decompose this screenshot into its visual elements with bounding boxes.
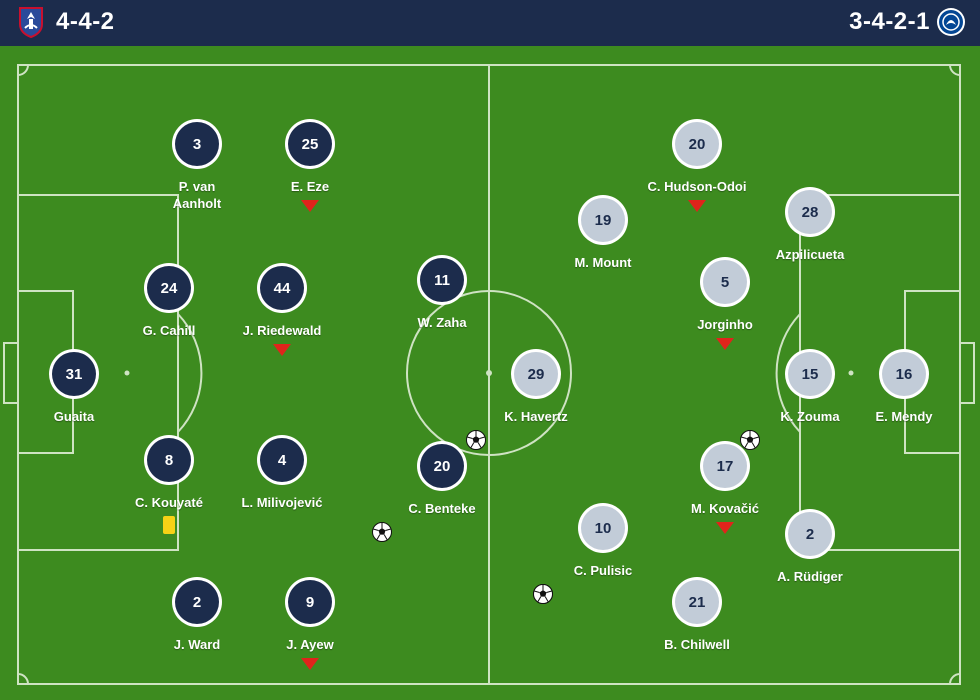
goal-ball-icon (740, 430, 820, 450)
player-name: A. Rüdiger (777, 569, 843, 584)
player-events (240, 200, 380, 212)
player-name: C. Pulisic (573, 563, 633, 578)
home-player[interactable]: 8 C. Kouyaté (99, 438, 239, 558)
shirt-number: 10 (581, 506, 625, 550)
shirt-number: 28 (788, 190, 832, 234)
player-name: M. Mount (574, 255, 632, 270)
player-events (212, 344, 352, 356)
player-events (533, 584, 673, 604)
away-player[interactable]: 20 C. Hudson-Odoi (627, 122, 767, 242)
player-name: J. Ayew (286, 637, 334, 652)
player-name: K. Havertz (504, 409, 568, 424)
shirt-number: 29 (514, 352, 558, 396)
shirt-number: 15 (788, 352, 832, 396)
lineup-header: 4-4-2 3-4-2-1 (0, 0, 980, 46)
shirt-number: 17 (703, 444, 747, 488)
home-player[interactable]: 44 J. Riedewald (212, 266, 352, 386)
home-formation: 4-4-2 (56, 8, 115, 35)
shirt-number: 2 (175, 580, 219, 624)
player-events (655, 338, 795, 350)
player-events (655, 522, 795, 534)
away-player[interactable]: 2 A. Rüdiger (740, 512, 880, 632)
player-events (627, 200, 767, 212)
shirt-number: 44 (260, 266, 304, 310)
shirt-number: 9 (288, 580, 332, 624)
player-name: C. Benteke (408, 501, 476, 516)
player-events (240, 658, 380, 670)
shirt-number: 20 (420, 444, 464, 488)
player-name: J. Ward (173, 637, 221, 652)
home-player[interactable]: 9 J. Ayew (240, 580, 380, 700)
away-player[interactable]: 15 K. Zouma (740, 352, 880, 472)
away-player[interactable]: 19 M. Mount (533, 198, 673, 318)
goal-ball-icon (533, 584, 602, 604)
substitution-arrow-icon (716, 522, 734, 534)
shirt-number: 16 (882, 352, 926, 396)
shirt-number: 8 (147, 438, 191, 482)
player-name: K. Zouma (780, 409, 840, 424)
home-player[interactable]: 3 P. van Aanholt (127, 122, 267, 242)
shirt-number: 24 (147, 266, 191, 310)
substitution-arrow-icon (716, 338, 734, 350)
player-events (740, 430, 880, 450)
shirt-number: 5 (703, 260, 747, 304)
chelsea-crest-icon (936, 6, 966, 38)
goal-ball-icon (466, 430, 546, 450)
player-name: P. van Aanholt (172, 179, 222, 211)
away-player[interactable]: 29 K. Havertz (466, 352, 606, 472)
substitution-arrow-icon (273, 344, 291, 356)
player-name: M. Kovačić (691, 501, 759, 516)
player-name: Jorginho (697, 317, 753, 332)
home-player[interactable]: 4 L. Milivojević (212, 438, 352, 558)
home-player[interactable]: 25 E. Eze (240, 122, 380, 242)
shirt-number: 4 (260, 438, 304, 482)
player-name: C. Hudson-Odoi (647, 179, 747, 194)
shirt-number: 11 (420, 258, 464, 302)
away-player[interactable]: 16 E. Mendy (834, 352, 974, 472)
shirt-number: 20 (675, 122, 719, 166)
home-player[interactable]: 20 C. Benteke (372, 444, 512, 564)
player-name: L. Milivojević (241, 495, 323, 510)
home-player[interactable]: 2 J. Ward (127, 580, 267, 700)
goal-ball-icon (533, 584, 625, 604)
player-events (372, 522, 512, 542)
player-name: G. Cahill (142, 323, 196, 338)
away-player[interactable]: 21 B. Chilwell (627, 580, 767, 700)
player-name: C. Kouyaté (135, 495, 203, 510)
substitution-arrow-icon (301, 658, 319, 670)
shirt-number: 3 (175, 122, 219, 166)
player-name: W. Zaha (417, 315, 467, 330)
shirt-number: 2 (788, 512, 832, 556)
shirt-number: 31 (52, 352, 96, 396)
player-name: Azpilicueta (775, 247, 845, 262)
substitution-arrow-icon (688, 200, 706, 212)
player-name: J. Riedewald (242, 323, 322, 338)
substitution-arrow-icon (301, 200, 319, 212)
away-player[interactable]: 10 C. Pulisic (533, 506, 673, 626)
yellow-card-icon (163, 516, 175, 534)
player-name: Guaita (53, 409, 95, 424)
away-player[interactable]: 17 M. Kovačić (655, 444, 795, 564)
goal-ball-icon (372, 522, 452, 542)
crystal-palace-crest-icon (16, 6, 46, 39)
player-name: E. Mendy (875, 409, 933, 424)
shirt-number: 19 (581, 198, 625, 242)
away-formation: 3-4-2-1 (849, 8, 930, 35)
home-player[interactable]: 11 W. Zaha (372, 258, 512, 378)
shirt-number: 21 (675, 580, 719, 624)
home-player[interactable]: 24 G. Cahill (99, 266, 239, 386)
player-name: B. Chilwell (664, 637, 730, 652)
player-name: E. Eze (290, 179, 330, 194)
player-events (99, 516, 239, 534)
shirt-number: 25 (288, 122, 332, 166)
player-events (466, 430, 606, 450)
